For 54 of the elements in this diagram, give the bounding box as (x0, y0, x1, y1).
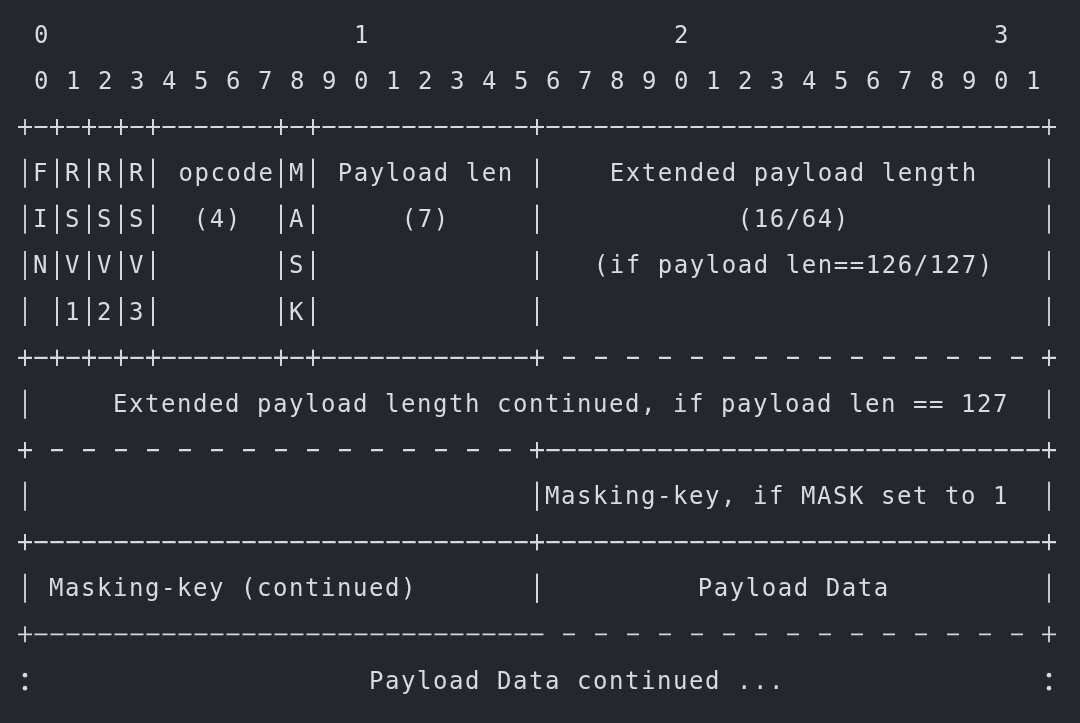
bit-number: 1 (1026, 65, 1042, 97)
bit-number: 6 (546, 65, 562, 97)
bit-number: 2 (98, 65, 114, 97)
bit-number: 0 (674, 65, 690, 97)
bit-number: 6 (866, 65, 882, 97)
bit-number: 6 (226, 65, 242, 97)
field-label: Payload len (337, 158, 514, 190)
bit-number: 7 (258, 65, 274, 97)
bit-number: 3 (130, 65, 146, 97)
field-label: (7) (401, 204, 450, 236)
field-label: Payload Data (697, 573, 890, 605)
field-label: R S V 3 (129, 158, 145, 328)
bit-number: 5 (194, 65, 210, 97)
bit-number: 1 (386, 65, 402, 97)
field-label: (if payload len==126/127) (593, 250, 994, 282)
field-label: M A S K (289, 158, 305, 328)
bit-number: 1 (354, 19, 370, 51)
bit-number: 4 (802, 65, 818, 97)
bit-number: 2 (738, 65, 754, 97)
field-box (17, 533, 545, 644)
bit-number: 1 (706, 65, 722, 97)
bit-number: 0 (34, 19, 50, 51)
field-label: (4) (193, 204, 242, 236)
bit-number: 8 (930, 65, 946, 97)
bit-number: 5 (834, 65, 850, 97)
bit-number: 1 (66, 65, 82, 97)
bit-number: 0 (34, 65, 50, 97)
bit-number: 9 (642, 65, 658, 97)
bit-number: 2 (418, 65, 434, 97)
field-label: R S V 2 (97, 158, 113, 328)
bit-number: 3 (994, 19, 1010, 51)
field-label: opcode (178, 158, 275, 190)
bit-number: 9 (962, 65, 978, 97)
field-label: Masking-key, if MASK set to 1 (545, 481, 1009, 513)
field-label: Extended payload length continued, if payload len == 127 (113, 388, 1009, 420)
bit-number: 4 (482, 65, 498, 97)
field-label: Extended payload length (609, 158, 978, 190)
bit-number: 0 (994, 65, 1010, 97)
bit-number: 8 (610, 65, 626, 97)
bit-number: 9 (322, 65, 338, 97)
bit-number: 3 (450, 65, 466, 97)
bit-number: 2 (674, 19, 690, 51)
field-label: (16/64) (737, 204, 850, 236)
bit-number: 5 (514, 65, 530, 97)
bit-number: 8 (290, 65, 306, 97)
bit-number: 7 (578, 65, 594, 97)
field-label: F I N (33, 158, 49, 282)
bit-number: 7 (898, 65, 914, 97)
field-label: Masking-key (continued) (49, 573, 417, 605)
bit-number: 3 (770, 65, 786, 97)
bit-number: 4 (162, 65, 178, 97)
bit-number: 0 (354, 65, 370, 97)
field-label: Payload Data continued ... (369, 665, 785, 697)
field-label: R S V 1 (65, 158, 81, 328)
